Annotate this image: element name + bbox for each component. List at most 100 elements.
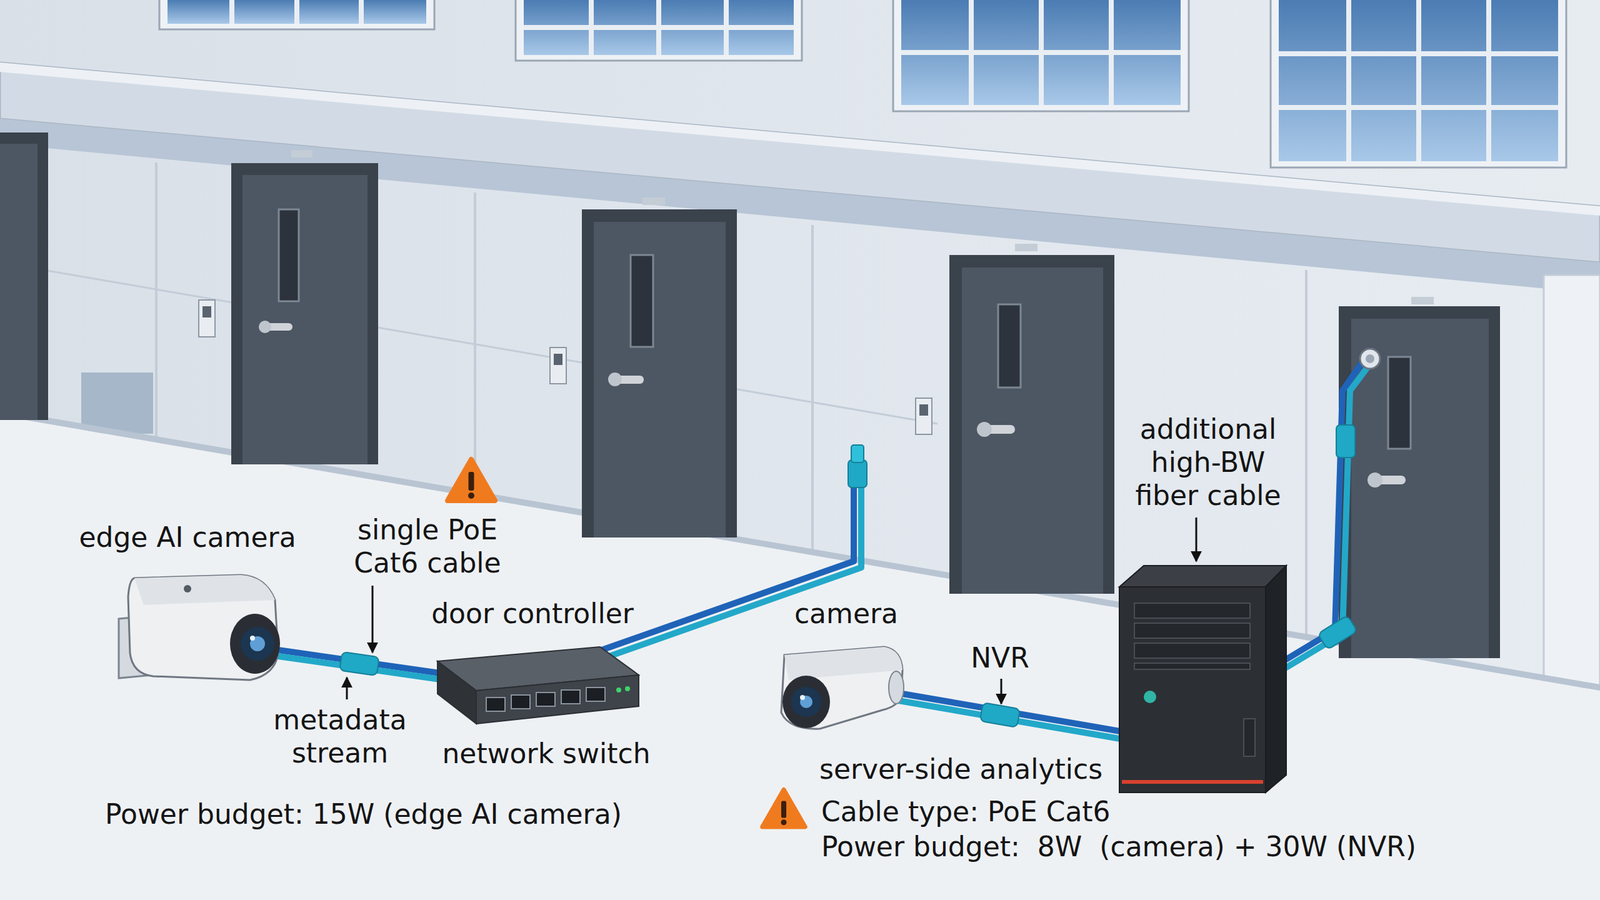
leader-arrow — [1000, 678, 1003, 704]
callout-label: Power budget: 15W (edge AI camera) — [105, 797, 622, 831]
building-wall — [515, 0, 802, 61]
door — [961, 267, 1104, 594]
door — [593, 221, 726, 538]
fiber-cable — [1286, 363, 1369, 668]
warning-icon — [447, 459, 805, 827]
network-switch — [476, 675, 639, 724]
poe-cable — [278, 481, 1120, 739]
server-tower — [1134, 643, 1250, 659]
warning-icon — [762, 790, 805, 827]
building-wall — [159, 0, 435, 30]
camera — [781, 646, 903, 729]
keypad — [550, 347, 567, 384]
door — [976, 421, 992, 437]
keypad — [553, 353, 563, 365]
callout-label: metadata stream — [252, 703, 428, 770]
edge-ai-camera — [183, 585, 192, 593]
network-switch — [511, 695, 530, 709]
network-switch — [616, 687, 622, 693]
edge-ai-camera — [230, 613, 280, 674]
leader-arrow — [1195, 517, 1198, 562]
door — [278, 209, 299, 302]
server-tower — [1143, 690, 1157, 704]
cable-connector — [339, 651, 380, 676]
callout-label: NVR — [970, 641, 1030, 675]
cable-connector — [851, 445, 864, 463]
cable-connector — [1360, 348, 1380, 369]
camera — [782, 675, 830, 729]
warning-icon — [468, 492, 475, 499]
warning-icon — [781, 801, 787, 819]
building-wall — [893, 0, 1189, 112]
building-wall — [1543, 275, 1600, 688]
cable-connector — [1365, 354, 1375, 364]
poe-cable — [595, 481, 862, 662]
edge-ai-camera — [134, 575, 275, 605]
building-wall — [1270, 0, 1567, 168]
edge-ai-camera — [240, 626, 275, 661]
door — [1411, 296, 1434, 305]
building-wall — [167, 0, 427, 24]
warning-icon — [447, 459, 495, 501]
edge-ai-camera — [250, 635, 255, 641]
callout-label: camera — [794, 596, 899, 630]
callout-label: server-side analytics — [819, 752, 1103, 786]
building-wall — [523, 0, 794, 55]
network-switch — [437, 646, 639, 724]
server-tower — [1119, 565, 1287, 793]
cable-connector — [1336, 425, 1355, 458]
door — [1015, 243, 1038, 252]
door — [608, 372, 622, 387]
cable-connector — [1317, 615, 1357, 650]
building-wall — [231, 0, 362, 24]
camera — [888, 671, 904, 704]
building-wall — [81, 372, 154, 434]
fiber-cable — [1286, 365, 1369, 668]
callout-label: edge AI camera — [78, 520, 296, 554]
server-tower — [1134, 603, 1250, 619]
network-switch — [625, 686, 630, 692]
warning-icon — [447, 459, 495, 501]
door — [1388, 356, 1411, 449]
keypad — [915, 398, 932, 435]
warning-icon — [762, 790, 805, 827]
leader-arrow — [371, 585, 374, 653]
callout-label: door controller — [431, 596, 634, 630]
door — [291, 150, 313, 158]
leader-arrow — [346, 677, 349, 700]
camera — [800, 695, 813, 709]
keypad — [919, 404, 929, 416]
network-switch — [486, 697, 505, 712]
warning-icon — [468, 471, 475, 491]
door — [642, 197, 665, 205]
building-wall — [901, 0, 1181, 105]
cable-connector — [848, 460, 867, 488]
callout-label: Power budget: 8W (camera) + 30W (NVR) — [821, 830, 1417, 864]
cable-connector — [980, 702, 1020, 728]
network-switch — [536, 692, 555, 707]
building-wall — [1278, 0, 1559, 162]
building-wall — [901, 0, 1181, 105]
network-switch — [561, 690, 580, 704]
server-tower — [1119, 586, 1266, 793]
door — [1338, 306, 1500, 659]
door — [998, 304, 1021, 388]
edge-ai-camera — [118, 575, 280, 680]
door — [242, 175, 368, 465]
building-wall — [1278, 0, 1559, 162]
network-switch — [437, 661, 477, 724]
server-tower — [1243, 718, 1255, 757]
building-wall — [523, 0, 794, 55]
server-tower — [1134, 663, 1250, 670]
door — [1367, 472, 1383, 488]
door — [949, 255, 1115, 594]
callout-label: single PoE Cat6 cable — [340, 513, 515, 580]
door — [0, 143, 38, 420]
camera — [781, 646, 904, 729]
door — [581, 209, 737, 538]
warning-icon — [781, 819, 787, 825]
network-switch — [586, 687, 605, 702]
